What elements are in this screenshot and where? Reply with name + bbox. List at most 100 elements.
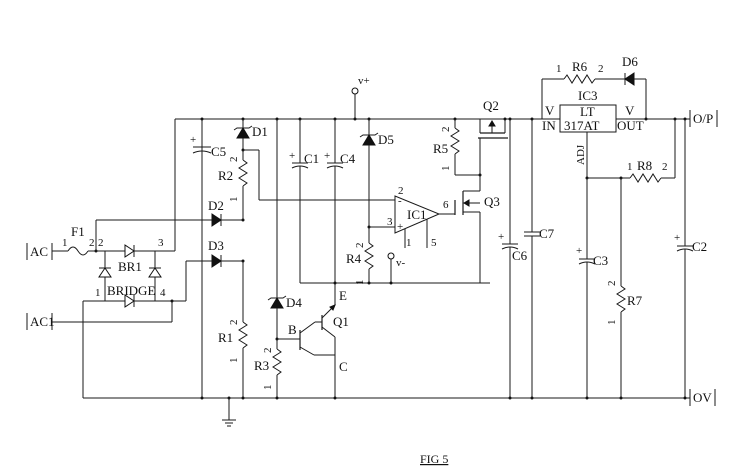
svg-text:R4: R4 <box>346 251 362 266</box>
zener-d5: D5 <box>359 117 394 227</box>
svg-text:Q2: Q2 <box>483 98 499 113</box>
svg-text:1: 1 <box>228 358 240 364</box>
svg-text:+: + <box>190 134 196 146</box>
svg-text:+: + <box>324 150 330 162</box>
svg-text:ADJ: ADJ <box>575 144 587 165</box>
resistor-r8: R8 1 2 <box>585 117 677 183</box>
capacitor-c2: + C2 <box>674 117 707 400</box>
svg-text:1: 1 <box>406 237 412 249</box>
bus-x202 <box>200 117 204 400</box>
svg-text:C3: C3 <box>593 253 608 268</box>
resistor-r6: R6 1 2 <box>541 59 625 119</box>
svg-text:R3: R3 <box>254 358 269 373</box>
svg-text:1: 1 <box>95 287 101 299</box>
output-terminal: O/P <box>689 110 718 127</box>
svg-text:V: V <box>545 103 555 118</box>
svg-text:v+: v+ <box>358 75 370 87</box>
svg-text:C7: C7 <box>539 226 555 241</box>
svg-text:2: 2 <box>440 127 452 133</box>
svg-text:2: 2 <box>662 161 668 173</box>
svg-text:5: 5 <box>431 237 437 249</box>
svg-text:C2: C2 <box>692 239 707 254</box>
svg-text:3: 3 <box>387 216 393 228</box>
svg-text:B: B <box>288 322 297 337</box>
svg-text:+: + <box>397 221 403 233</box>
ac-label: AC <box>30 244 48 259</box>
svg-text:-: - <box>398 195 402 207</box>
resistor-r7: R7 2 1 <box>606 178 643 400</box>
capacitor-c6: + C6 <box>498 117 528 400</box>
svg-text:2: 2 <box>398 185 404 197</box>
svg-text:R6: R6 <box>572 59 588 74</box>
capacitor-c5: + C5 <box>190 134 226 159</box>
ground-icon <box>222 396 236 427</box>
svg-text:Q1: Q1 <box>333 314 349 329</box>
resistor-r1: R1 2 1 <box>218 261 248 400</box>
svg-text:D6: D6 <box>622 54 638 69</box>
resistor-r5: R5 2 1 <box>433 117 482 177</box>
svg-text:R2: R2 <box>218 168 233 183</box>
svg-text:E: E <box>339 288 347 303</box>
svg-text:+: + <box>674 232 680 244</box>
svg-text:R5: R5 <box>433 141 448 156</box>
mosfet-q3: Q3 <box>454 175 500 284</box>
ov-label: OV <box>693 390 712 405</box>
output-label: O/P <box>693 111 713 126</box>
diode-d3: D3 <box>202 238 245 268</box>
svg-text:1: 1 <box>556 63 562 75</box>
zener-d1: D1 <box>233 117 268 150</box>
svg-text:2: 2 <box>228 320 240 326</box>
transistor-q1: B E C Q1 <box>277 283 349 400</box>
capacitor-c7: C7 <box>524 117 555 400</box>
svg-text:+: + <box>576 245 582 257</box>
ov-terminal: OV <box>689 389 716 406</box>
svg-text:+: + <box>498 231 504 243</box>
svg-text:1: 1 <box>228 197 240 203</box>
zener-d4: D4 <box>267 117 302 339</box>
svg-text:D4: D4 <box>286 295 302 310</box>
svg-text:LT: LT <box>580 104 595 119</box>
svg-text:2: 2 <box>228 157 240 163</box>
svg-text:1: 1 <box>262 385 274 391</box>
resistor-r4: R4 2 1 <box>346 225 395 286</box>
ac1-terminal: AC1 <box>26 301 173 330</box>
regulator-ic3: IC3 LT 317AT V IN V OUT ADJ <box>532 88 690 178</box>
svg-text:2: 2 <box>262 348 274 354</box>
bridge-br1: 2 3 1 4 BR1 BRIDGE <box>82 119 215 398</box>
vplus-terminal: v+ <box>351 75 370 121</box>
fuse-f1: F1 1 2 <box>62 224 96 256</box>
resistor-r2: R2 2 1 <box>218 148 395 220</box>
svg-text:IC3: IC3 <box>578 88 598 103</box>
svg-text:V: V <box>625 103 635 118</box>
svg-text:317AT: 317AT <box>564 118 599 133</box>
mosfet-q2: Q2 <box>478 98 508 175</box>
svg-text:C: C <box>339 359 348 374</box>
svg-text:v-: v- <box>396 257 406 269</box>
svg-text:1: 1 <box>606 320 618 326</box>
svg-text:1: 1 <box>627 161 633 173</box>
svg-text:4: 4 <box>160 287 166 299</box>
svg-text:1: 1 <box>62 237 68 249</box>
capacitor-c4: + C4 <box>324 117 356 285</box>
figure-caption: FIG 5 <box>420 452 448 466</box>
ac-terminal: AC <box>26 243 68 260</box>
svg-text:Q3: Q3 <box>484 194 500 209</box>
svg-text:D1: D1 <box>252 124 268 139</box>
svg-text:1: 1 <box>440 166 452 172</box>
svg-text:R7: R7 <box>627 293 643 308</box>
svg-text:3: 3 <box>158 237 164 249</box>
svg-text:+: + <box>289 150 295 162</box>
diode-d6: D6 <box>622 54 648 121</box>
svg-text:2: 2 <box>98 237 104 249</box>
svg-text:1: 1 <box>354 280 366 286</box>
capacitor-c1: + C1 <box>289 117 490 284</box>
svg-text:D5: D5 <box>378 132 394 147</box>
svg-text:OUT: OUT <box>617 118 644 133</box>
svg-text:2: 2 <box>354 243 366 249</box>
svg-text:2: 2 <box>598 63 604 75</box>
svg-text:D2: D2 <box>208 198 224 213</box>
svg-text:C1: C1 <box>304 151 319 166</box>
svg-text:C6: C6 <box>512 248 528 263</box>
br1-ref: BR1 <box>118 259 142 274</box>
br1-type: BRIDGE <box>107 283 155 298</box>
